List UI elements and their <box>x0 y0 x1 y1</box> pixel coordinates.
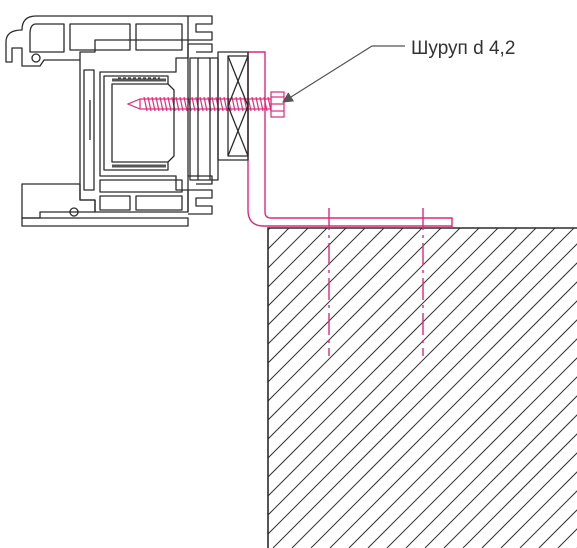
hatch-line <box>0 228 137 548</box>
hatch-line <box>0 228 42 548</box>
hatch-line <box>0 228 175 548</box>
thread-mark <box>159 96 164 112</box>
hatch-line <box>481 452 577 548</box>
hatch-line <box>0 228 4 548</box>
hatch-line <box>268 228 442 402</box>
hatch-line <box>268 228 347 307</box>
thread-mark <box>183 96 188 112</box>
hatch-line <box>443 414 577 548</box>
hatch-line <box>0 228 194 548</box>
hatch-line <box>268 228 290 250</box>
hatch-line <box>268 228 537 497</box>
hatch-line <box>268 228 518 478</box>
hatch-line <box>424 395 577 548</box>
wall-section <box>0 227 577 548</box>
hatch-line <box>405 376 577 548</box>
thread-mark <box>163 96 168 112</box>
hatch-line <box>268 228 385 345</box>
mounting-bracket <box>247 51 453 356</box>
hatch-line <box>268 228 575 535</box>
hatch-line <box>0 228 99 548</box>
wall-outline <box>267 227 577 548</box>
window-profile <box>5 15 249 227</box>
thread-mark <box>175 96 180 112</box>
thread-mark <box>259 96 264 112</box>
thread-mark <box>167 96 172 112</box>
thread-mark <box>263 96 268 112</box>
thread-mark <box>155 96 160 112</box>
hatch-line <box>462 433 577 548</box>
thread-mark <box>191 96 196 112</box>
hatch-line <box>268 228 423 383</box>
hatch-line <box>329 300 577 548</box>
hatch-line <box>268 228 328 288</box>
screw <box>126 91 285 118</box>
hatch-line <box>291 262 577 548</box>
thread-mark <box>239 96 244 112</box>
hatch-line <box>0 228 213 548</box>
thread-mark <box>255 96 260 112</box>
thread-mark <box>179 96 184 112</box>
hatch-line <box>0 228 118 548</box>
hatch-line <box>519 490 577 548</box>
thread-mark <box>223 96 228 112</box>
hatch-line <box>0 228 61 548</box>
thread-mark <box>147 96 152 112</box>
thread-mark <box>231 96 236 112</box>
hatch-line <box>0 228 80 548</box>
screw-callout: Шуруп d 4,2 <box>282 38 515 103</box>
hatch-line <box>268 228 404 364</box>
hatch-line <box>268 228 556 516</box>
thread-mark <box>151 96 156 112</box>
hatch-line <box>500 471 577 548</box>
hatch-line <box>386 357 577 548</box>
hatch-line <box>367 338 577 548</box>
thread-mark <box>235 96 240 112</box>
wall-hatching <box>0 228 577 548</box>
hatch-line <box>0 228 251 548</box>
hatch-line <box>268 228 309 269</box>
thread-mark <box>219 96 224 112</box>
callout-leader-line <box>282 45 405 103</box>
hatch-line <box>268 228 271 231</box>
hatch-line <box>0 228 232 548</box>
hatch-line <box>268 228 499 459</box>
hatch-line <box>268 228 480 440</box>
thread-mark <box>211 96 216 112</box>
hatch-line <box>268 228 366 326</box>
thread-mark <box>199 96 204 112</box>
thread-mark <box>251 96 256 112</box>
hatch-line <box>348 319 577 548</box>
hatch-line <box>0 228 156 548</box>
hatch-line <box>0 228 23 548</box>
thread-mark <box>143 96 148 112</box>
thread-mark <box>203 96 208 112</box>
screw-label: Шуруп d 4,2 <box>411 38 515 59</box>
hatch-line <box>268 228 461 421</box>
hatch-line <box>272 243 577 548</box>
hatch-line <box>310 281 577 548</box>
